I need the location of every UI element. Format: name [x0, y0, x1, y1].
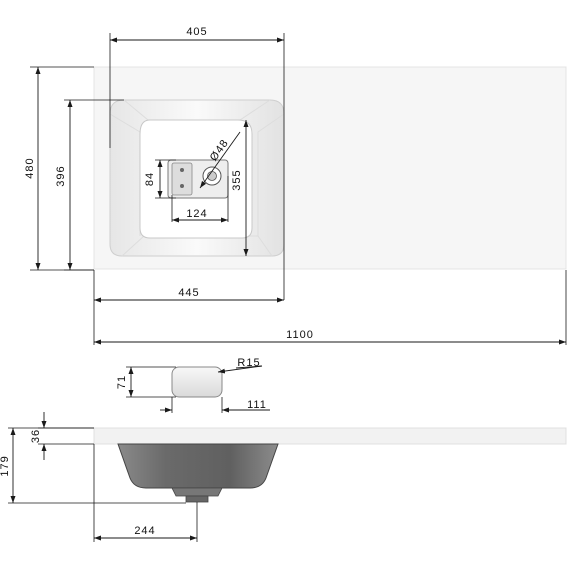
- dim-basin-width: 405: [109, 26, 285, 300]
- basin-bowl: [117, 443, 279, 489]
- label-drain-height: 84: [144, 172, 156, 186]
- dim-inner-depth: 355: [231, 120, 249, 256]
- overflow-slot: [171, 366, 223, 398]
- slot-detail: 71 R15 111: [116, 357, 270, 413]
- dim-top-thickness: 36: [30, 412, 94, 460]
- dim-total-height: 179: [0, 427, 186, 504]
- drain-body: [171, 487, 223, 497]
- label-slot-height: 71: [116, 375, 128, 389]
- dim-basin-offset: 445: [93, 270, 284, 345]
- label-basin-width: 405: [186, 26, 207, 38]
- label-drain-offset: 244: [134, 525, 155, 537]
- dim-overall-length: 1100: [94, 270, 567, 345]
- label-slot-width: 111: [247, 399, 267, 411]
- label-overall-depth: 480: [24, 157, 36, 178]
- label-basin-depth: 396: [55, 165, 67, 186]
- dim-drain-height: 84: [144, 159, 176, 199]
- top-view: 405 480 396 Ø48 84: [24, 26, 567, 345]
- label-inner-depth: 355: [231, 169, 243, 190]
- dim-basin-depth: 396: [55, 99, 124, 271]
- dim-drain-width: 124: [171, 176, 229, 223]
- label-drain-width: 124: [186, 208, 207, 220]
- label-slot-radius: R15: [237, 357, 260, 369]
- drain-plate: [167, 159, 229, 199]
- side-view: 36 179 244: [0, 412, 567, 542]
- drain-outlet: [185, 495, 209, 503]
- dim-drain-offset: 244: [93, 444, 198, 542]
- label-top-thickness: 36: [30, 429, 42, 443]
- countertop-side-view: [93, 427, 567, 445]
- label-total-height: 179: [0, 455, 11, 476]
- label-basin-offset: 445: [178, 287, 199, 299]
- label-overall-length: 1100: [286, 329, 314, 341]
